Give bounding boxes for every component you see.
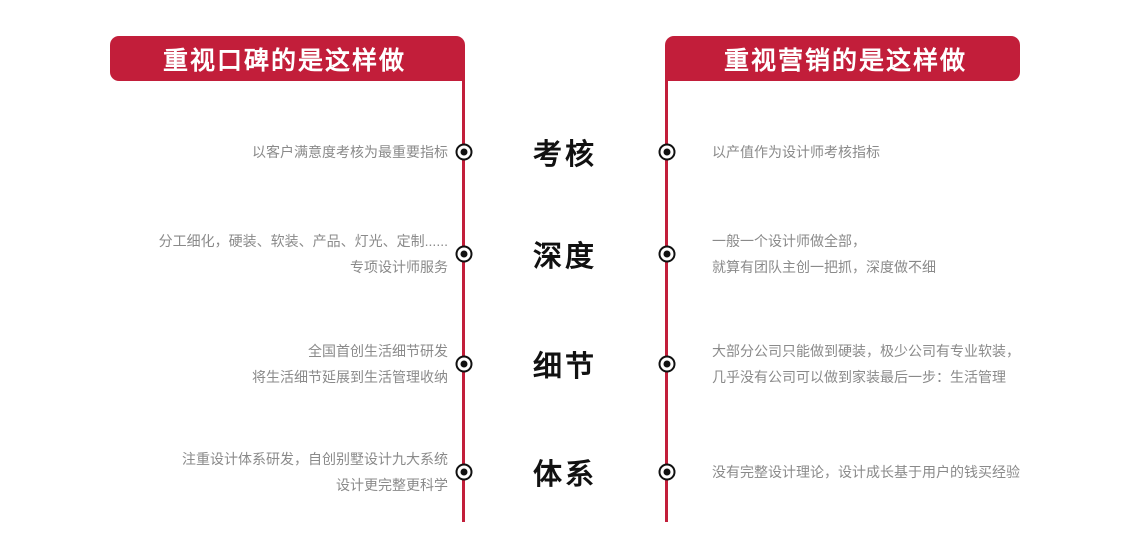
- category-label: 细节: [532, 351, 597, 383]
- node-dot-left-icon: [455, 245, 472, 263]
- node-dot-right-icon: [658, 245, 675, 263]
- timeline-axis-left: [462, 81, 465, 522]
- desc-line: 一般一个设计师做全部，: [712, 233, 866, 249]
- desc-line: 以产值作为设计师考核指标: [712, 144, 880, 160]
- desc-line: 分工细化，硬装、软装、产品、灯光、定制......: [158, 233, 448, 249]
- desc-line: 将生活细节延展到生活管理收纳: [252, 369, 448, 385]
- desc-line: 全国首创生活细节研发: [308, 343, 448, 359]
- node-dot-left-icon: [455, 355, 472, 373]
- desc-line: 以客户满意度考核为最重要指标: [252, 144, 448, 160]
- desc-line: 没有完整设计理论，设计成长基于用户的钱买经验: [712, 464, 1020, 480]
- desc-line: 大部分公司只能做到硬装，极少公司有专业软装，: [712, 343, 1020, 359]
- node-dot-left-icon: [455, 463, 472, 481]
- desc-line: 专项设计师服务: [350, 259, 448, 275]
- desc-line: 设计更完整更科学: [336, 477, 448, 493]
- node-dot-right-icon: [658, 355, 675, 373]
- row-description-left: 全国首创生活细节研发 将生活细节延展到生活管理收纳: [252, 338, 448, 390]
- row-description-left: 分工细化，硬装、软装、产品、灯光、定制...... 专项设计师服务: [159, 228, 448, 280]
- header-banner-left: 重视口碑的是这样做: [110, 36, 465, 81]
- category-label: 考核: [532, 139, 597, 171]
- row-description-left: 注重设计体系研发，自创别墅设计九大系统 设计更完整更科学: [182, 446, 448, 498]
- node-dot-left-icon: [455, 143, 472, 161]
- node-dot-right-icon: [658, 463, 675, 481]
- header-banner-right: 重视营销的是这样做: [665, 36, 1020, 81]
- desc-line: 注重设计体系研发，自创别墅设计九大系统: [182, 451, 448, 467]
- category-label: 深度: [532, 241, 597, 273]
- desc-line: 就算有团队主创一把抓，深度做不细: [712, 259, 936, 275]
- timeline-axis-right: [665, 81, 668, 522]
- row-description-right: 没有完整设计理论，设计成长基于用户的钱买经验: [712, 459, 1020, 485]
- desc-line: 几乎没有公司可以做到家装最后一步：生活管理: [712, 369, 1006, 385]
- node-dot-right-icon: [658, 143, 675, 161]
- row-description-right: 以产值作为设计师考核指标: [712, 139, 880, 165]
- category-label: 体系: [532, 459, 597, 491]
- row-description-right: 大部分公司只能做到硬装，极少公司有专业软装， 几乎没有公司可以做到家装最后一步：…: [712, 338, 1020, 390]
- row-description-left: 以客户满意度考核为最重要指标: [252, 139, 448, 165]
- row-description-right: 一般一个设计师做全部， 就算有团队主创一把抓，深度做不细: [712, 228, 936, 280]
